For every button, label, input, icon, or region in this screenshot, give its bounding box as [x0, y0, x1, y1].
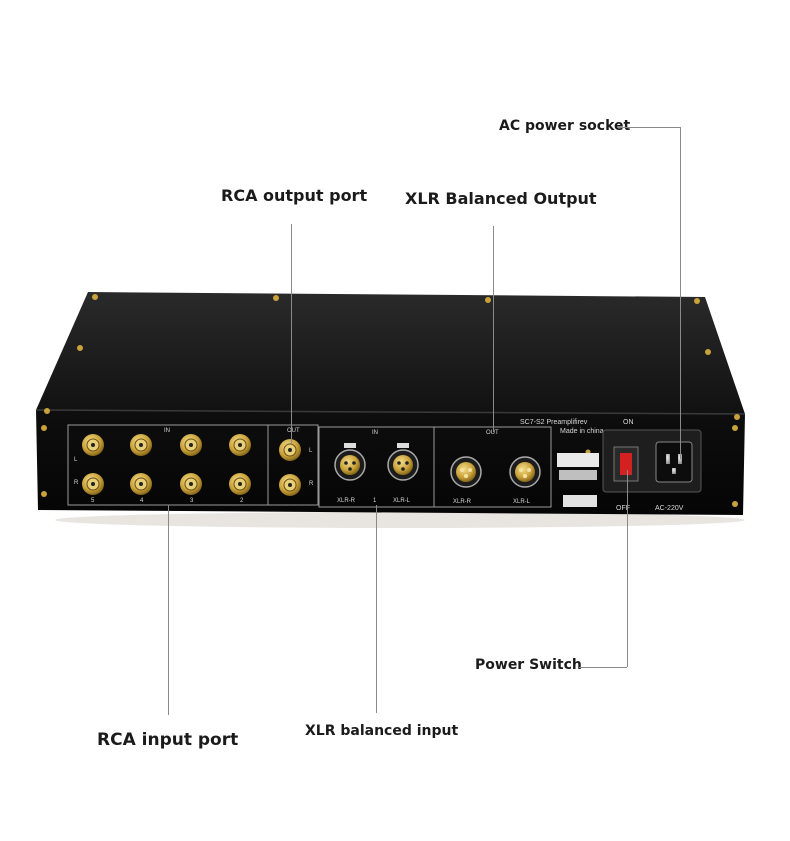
ac-power-socket — [655, 441, 693, 483]
xlr-l-label: XLR-L — [393, 498, 411, 504]
rca-out-label: OUT — [287, 428, 300, 434]
voltage-label: AC-220V — [655, 505, 684, 512]
rca-out-left-label: L — [309, 448, 313, 454]
leader-power-switch-v — [627, 470, 628, 667]
base-shadow — [55, 512, 745, 528]
rca-left-label: L — [74, 457, 78, 463]
leader-xlr-output — [493, 226, 494, 432]
power-switch-rocker — [620, 453, 632, 475]
callout-rca-input-port: RCA input port — [97, 730, 239, 750]
rca-number-4: 4 — [140, 498, 144, 504]
rca-number-3: 3 — [190, 498, 194, 504]
leader-ac-power-h — [617, 127, 680, 128]
callout-ac-power-socket: AC power socket — [499, 118, 631, 134]
xlr-number-label: 1 — [373, 498, 377, 504]
leader-ac-power-v — [680, 127, 681, 459]
rca-number-5: 5 — [91, 498, 95, 504]
leader-rca-output — [291, 224, 292, 444]
xlr-input-connectors — [334, 443, 419, 481]
origin-label: Made in china — [560, 428, 604, 435]
xlr-out-r-label: XLR-R — [453, 499, 472, 505]
callout-xlr-balanced-output: XLR Balanced Output — [405, 189, 597, 208]
xlr-r-label: XLR-R — [337, 498, 356, 504]
rca-in-label: IN — [164, 428, 170, 434]
rca-input-jacks — [82, 434, 251, 495]
chassis-top — [36, 292, 745, 414]
power-off-label: OFF — [616, 505, 630, 512]
rca-right-label: R — [74, 480, 79, 486]
power-on-label: ON — [623, 419, 634, 426]
caution-sticker-small — [563, 495, 597, 507]
info-sticker — [559, 470, 597, 480]
callout-xlr-balanced-input: XLR balanced input — [305, 723, 459, 739]
leader-power-switch-h — [579, 667, 627, 668]
callout-rca-output-port: RCA output port — [221, 186, 368, 205]
ac-socket-pins — [666, 454, 682, 474]
xlr-out-label: OUT — [486, 430, 499, 436]
callout-power-switch: Power Switch — [475, 657, 582, 673]
rca-number-2: 2 — [240, 498, 244, 504]
model-label: SC7-S2 Preamplifirev — [520, 419, 588, 426]
caution-sticker — [557, 453, 599, 467]
xlr-output-frame — [433, 426, 552, 508]
leader-rca-input — [168, 505, 169, 715]
leader-xlr-input — [376, 505, 377, 713]
rca-output-frame — [267, 424, 319, 506]
xlr-in-label: IN — [372, 430, 378, 436]
rca-output-jacks — [279, 439, 301, 496]
rca-out-right-label: R — [309, 481, 314, 487]
top-screws — [44, 294, 740, 420]
xlr-out-l-label: XLR-L — [513, 499, 531, 505]
xlr-output-connectors — [450, 456, 541, 488]
